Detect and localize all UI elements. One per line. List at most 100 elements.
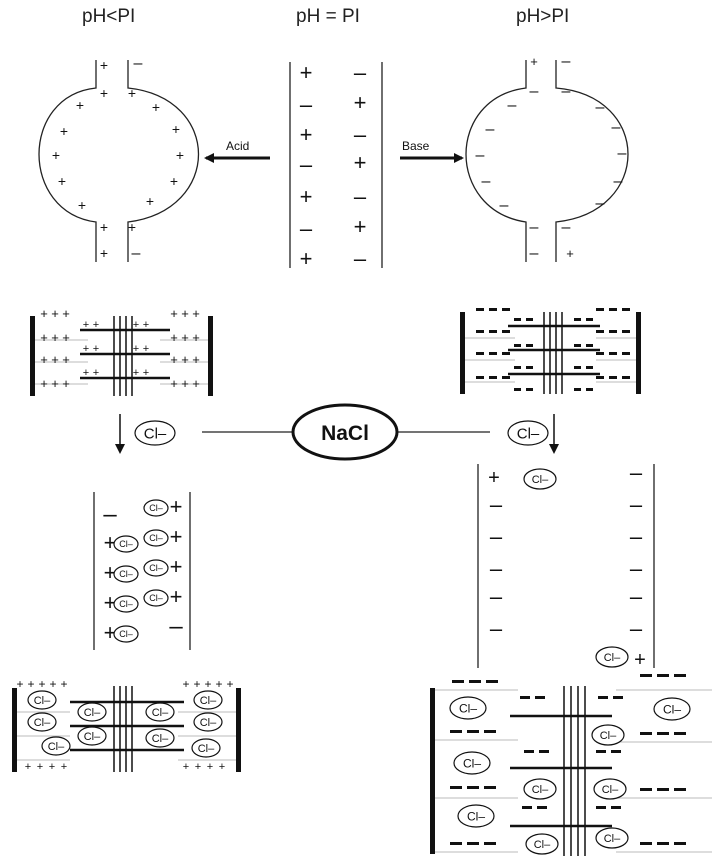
base-label: Base [402,139,430,153]
minus-charge [452,680,464,683]
minus-charge: – [476,147,485,164]
plus-charge: + [143,343,149,355]
minus-charge [522,806,532,809]
minus-charge [467,786,479,789]
svg-text:Cl–: Cl– [463,756,481,770]
minus-charge [596,806,606,809]
minus-charge: – [562,53,571,70]
minus-charge [640,788,652,791]
minus-charge [514,318,521,321]
svg-text:Cl–: Cl– [534,839,551,851]
plus-charge: + [193,677,200,691]
chloride-ion: Cl– [113,565,139,583]
plus-charge: + [170,306,178,321]
minus-charge [622,376,630,379]
minus-charge [524,750,534,753]
plus-charge: + [133,343,139,355]
svg-text:Cl–: Cl– [119,599,133,609]
minus-charge [489,330,497,333]
plus-charge: + [128,85,136,101]
chloride-ion: Cl– [507,420,549,446]
positive-fibril-bundle [30,316,213,396]
svg-text:Cl–: Cl– [152,707,169,719]
plus-charge: + [83,319,89,331]
chloride-ion: Cl– [457,804,495,828]
plus-charge: + [93,319,99,331]
minus-charge [526,344,533,347]
plus-charge: + [76,97,84,113]
svg-text:Cl–: Cl– [149,533,163,543]
chloride-ion: Cl– [143,559,169,577]
plus-charge: + [104,530,117,555]
minus-charge [574,318,581,321]
plus-charge: + [62,330,70,345]
chloride-ion: Cl– [595,646,629,668]
chloride-ion: Cl– [593,778,627,800]
plus-charge: + [172,121,180,137]
plus-charge: + [181,306,189,321]
plus-charge: + [93,343,99,355]
minus-charge [486,680,498,683]
plus-charge: + [176,147,184,163]
minus-charge: – [630,492,643,517]
svg-text:Cl–: Cl– [34,695,51,707]
minus-charge [539,750,549,753]
label-ph-equals-pi: pH = PI [296,6,360,27]
minus-charge: – [596,99,605,116]
minus-charge [622,308,630,311]
plus-charge: + [83,343,89,355]
chloride-ion: Cl– [143,529,169,547]
minus-charge: – [562,219,571,236]
plus-charge: + [100,219,108,235]
minus-charge: – [169,613,183,640]
minus-charge [640,732,652,735]
minus-charge: – [103,501,117,528]
plus-charge: + [104,590,117,615]
chloride-ion: Cl– [523,778,557,800]
minus-charge: – [614,173,623,190]
minus-charge: – [490,492,503,517]
minus-charge [514,344,521,347]
minus-charge: – [134,55,143,72]
svg-text:Cl–: Cl– [200,717,217,729]
plus-charge: + [354,214,367,239]
plus-charge: + [170,330,178,345]
plus-charge: + [25,761,31,773]
minus-charge [609,308,617,311]
svg-text:Cl–: Cl– [517,425,540,442]
minus-charge [450,730,462,733]
minus-charge [526,318,533,321]
svg-text:Cl–: Cl– [532,474,549,486]
svg-text:Cl–: Cl– [532,784,549,796]
minus-charge [586,318,593,321]
svg-text:Cl–: Cl– [198,743,215,755]
minus-charge [476,308,484,311]
minus-charge [574,344,581,347]
chloride-ion: Cl– [525,833,559,855]
minus-charge: – [482,173,491,190]
minus-charge [476,330,484,333]
minus-charge [484,730,496,733]
minus-charge [657,732,669,735]
minus-charge: – [630,556,643,581]
minus-charge: – [354,184,367,209]
svg-text:Cl–: Cl– [119,539,133,549]
plus-charge: + [52,147,60,163]
svg-text:Cl–: Cl– [119,629,133,639]
minus-charge: – [500,197,509,214]
minus-charge: – [630,616,643,641]
svg-text:Cl–: Cl– [48,741,65,753]
minus-charge: – [486,121,495,138]
minus-charge [657,842,669,845]
negative-fibril-bundle [460,312,641,394]
plus-charge: + [170,352,178,367]
minus-charge: – [490,556,503,581]
minus-charge [467,842,479,845]
plus-charge: + [215,677,222,691]
chloride-ion: Cl– [653,697,691,721]
plus-charge: + [51,306,59,321]
svg-text:Cl–: Cl– [34,717,51,729]
minus-charge [526,388,533,391]
minus-charge [596,352,604,355]
